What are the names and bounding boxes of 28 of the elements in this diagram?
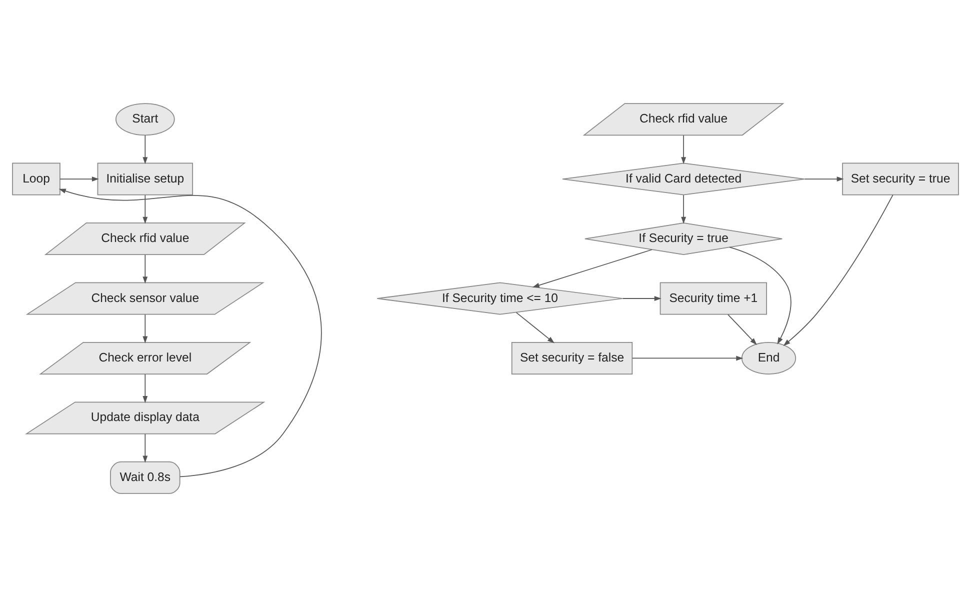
node-box: Initialise setup xyxy=(96,162,193,195)
arrow xyxy=(142,194,148,224)
arrow xyxy=(680,194,686,224)
node-diamond: If valid Card detected xyxy=(562,162,804,195)
arrow xyxy=(142,254,148,284)
arrow xyxy=(58,188,322,477)
node-ellipse: End xyxy=(740,341,796,374)
node-box: Security time +1 xyxy=(659,282,766,314)
arrow xyxy=(59,176,98,182)
node-box: Wait 0.8s xyxy=(110,460,180,494)
node-box: Set security = false xyxy=(510,341,632,374)
arrow xyxy=(142,314,148,343)
node-ellipse: Start xyxy=(114,102,174,136)
arrow xyxy=(515,312,554,343)
arrow xyxy=(532,248,652,288)
node-diamond: If Security = true xyxy=(584,222,782,255)
arrow xyxy=(804,176,844,182)
node-box: Loop xyxy=(12,162,60,195)
arrow xyxy=(782,194,893,346)
arrow xyxy=(728,246,791,344)
arrow xyxy=(727,314,756,344)
arrow xyxy=(680,134,686,164)
node-box: Set security = true xyxy=(842,162,958,195)
arrow xyxy=(142,373,148,403)
arrow xyxy=(622,296,661,300)
arrow xyxy=(142,433,148,462)
arrow xyxy=(142,134,148,164)
arrow xyxy=(631,355,743,360)
